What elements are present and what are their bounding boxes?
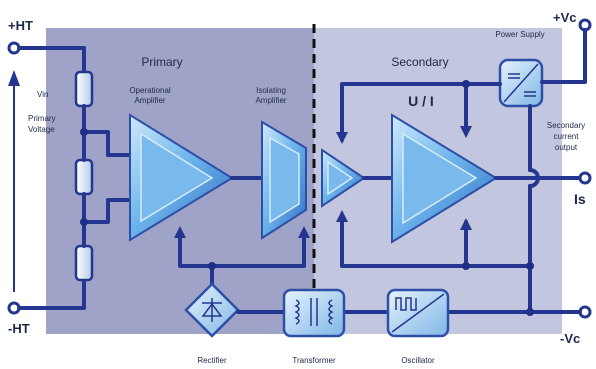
secondary-current-output-label: output (555, 143, 578, 152)
transformer-block (282, 288, 346, 338)
ui-label: U / I (408, 93, 434, 109)
plus-vc-wire (540, 28, 587, 84)
oscillator-diagonal (391, 293, 445, 333)
iso-amp-label: Amplifier (255, 96, 286, 105)
rail-arrow (460, 218, 472, 230)
is-terminal (578, 171, 592, 185)
ui-converter-inner (402, 132, 478, 225)
op-amp-label: Amplifier (134, 96, 165, 105)
oscillator-squarewave-icon (395, 297, 417, 311)
primary-voltage-label: Primary (28, 114, 56, 123)
node-dot (462, 262, 470, 270)
primary-voltage-label: Voltage (28, 125, 55, 134)
feedback-arrow (298, 226, 310, 238)
oscillator-label: Oscillator (401, 356, 435, 365)
rectifier-label: Rectifier (197, 356, 227, 365)
minus-vc-label: -Vc (560, 331, 580, 346)
feedback-arrow (174, 226, 186, 238)
transformer-coil-icon (294, 299, 300, 325)
crossover-jump (528, 168, 540, 188)
op-amp-label: Operational (129, 86, 171, 95)
power-supply-label: Power Supply (495, 30, 544, 39)
resistor-top (74, 70, 94, 108)
transformer-label: Transformer (292, 356, 336, 365)
iso-amp-label: Isolating (256, 86, 286, 95)
resistor-middle (74, 158, 94, 196)
transformer-coil-icon (328, 299, 334, 325)
node-dot (80, 128, 88, 136)
plus-vc-label: +Vc (553, 10, 577, 25)
secondary-section-title: Secondary (391, 55, 448, 69)
supply-rail-top (340, 82, 502, 142)
opamp-input-top-wire (82, 130, 138, 157)
node-dot (526, 262, 534, 270)
is-label: Is (574, 191, 586, 207)
primary-section-title: Primary (141, 55, 182, 69)
vin-label: Vin (37, 90, 48, 99)
isolating-amplifier-right-inner (327, 160, 354, 196)
rail-arrow (336, 132, 348, 144)
minus-ht-label: -HT (8, 321, 30, 336)
node-dot (208, 262, 216, 270)
power-supply-diagonal (503, 63, 539, 103)
rectifier-diode-icon (201, 302, 223, 317)
node-dot (80, 218, 88, 226)
rail-arrow (460, 126, 472, 138)
rectifier-feedback-left (178, 232, 214, 268)
plus-ht-label: +HT (8, 18, 33, 33)
minus-ht-wire (17, 280, 86, 310)
rectifier-feedback-right (210, 232, 306, 268)
secondary-current-output-label: current (554, 132, 580, 141)
opamp-input-bottom-wire (82, 198, 138, 224)
plus-ht-wire (17, 46, 86, 72)
resistor-bottom (74, 244, 94, 282)
operational-amplifier-inner (140, 132, 214, 223)
primary-voltage-arrow-head (8, 70, 20, 86)
rail-arrow (336, 210, 348, 222)
secondary-current-output-label: Secondary (547, 121, 585, 130)
node-dot (462, 80, 470, 88)
isolating-amplifier-left-inner (269, 136, 300, 224)
